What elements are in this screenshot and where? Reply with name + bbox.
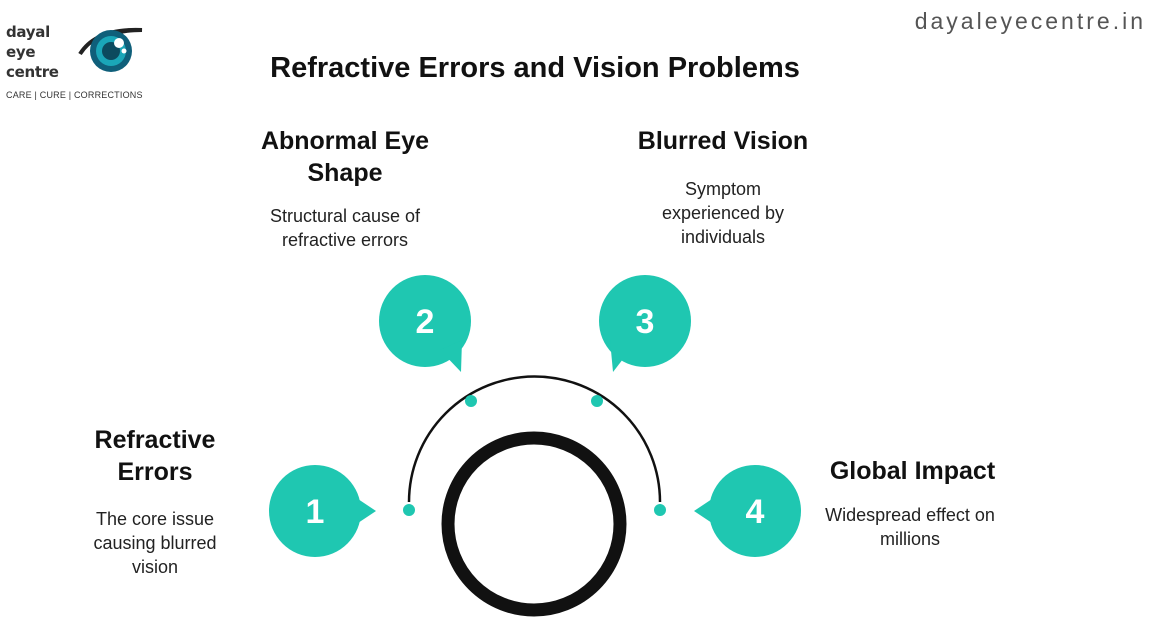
step-heading-4: Global Impact xyxy=(829,457,996,485)
connector-arc xyxy=(407,375,662,503)
logo-tagline: CARE | CURE | CORRECTIONS xyxy=(6,90,143,100)
logo-line: dayal xyxy=(6,23,50,41)
step-number-4: 4 xyxy=(745,493,765,531)
step-number-1: 1 xyxy=(305,493,325,531)
logo-line: eye xyxy=(6,43,36,61)
eye-logo-icon xyxy=(78,27,143,72)
logo-wordmark: dayal eye centre xyxy=(6,22,59,82)
step-heading-3: Blurred Vision xyxy=(637,127,809,155)
step-number-2: 2 xyxy=(415,303,435,341)
center-ring xyxy=(441,431,627,617)
website-url: dayaleyecentre.in xyxy=(914,8,1146,34)
page-title: Refractive Errors and Vision Problems xyxy=(270,52,800,84)
arc-dot xyxy=(403,504,415,516)
step-description-1: The core issue causing blurred vision xyxy=(93,509,217,577)
bubble-4 xyxy=(694,465,801,557)
arc-dot xyxy=(654,504,666,516)
bubble-2 xyxy=(379,275,471,372)
step-heading-2: Abnormal Eye Shape xyxy=(260,127,430,187)
arc-dot xyxy=(465,395,477,407)
step-description-4: Widespread effect on millions xyxy=(825,505,995,549)
bubble-3 xyxy=(599,275,691,372)
step-number-3: 3 xyxy=(635,303,655,341)
step-description-3: Symptom experienced by individuals xyxy=(661,179,785,247)
step-heading-1: Refractive Errors xyxy=(94,426,216,486)
bubble-1 xyxy=(269,465,376,557)
logo-line: centre xyxy=(6,63,59,81)
arc-dot xyxy=(591,395,603,407)
step-description-2: Structural cause of refractive errors xyxy=(269,206,421,250)
